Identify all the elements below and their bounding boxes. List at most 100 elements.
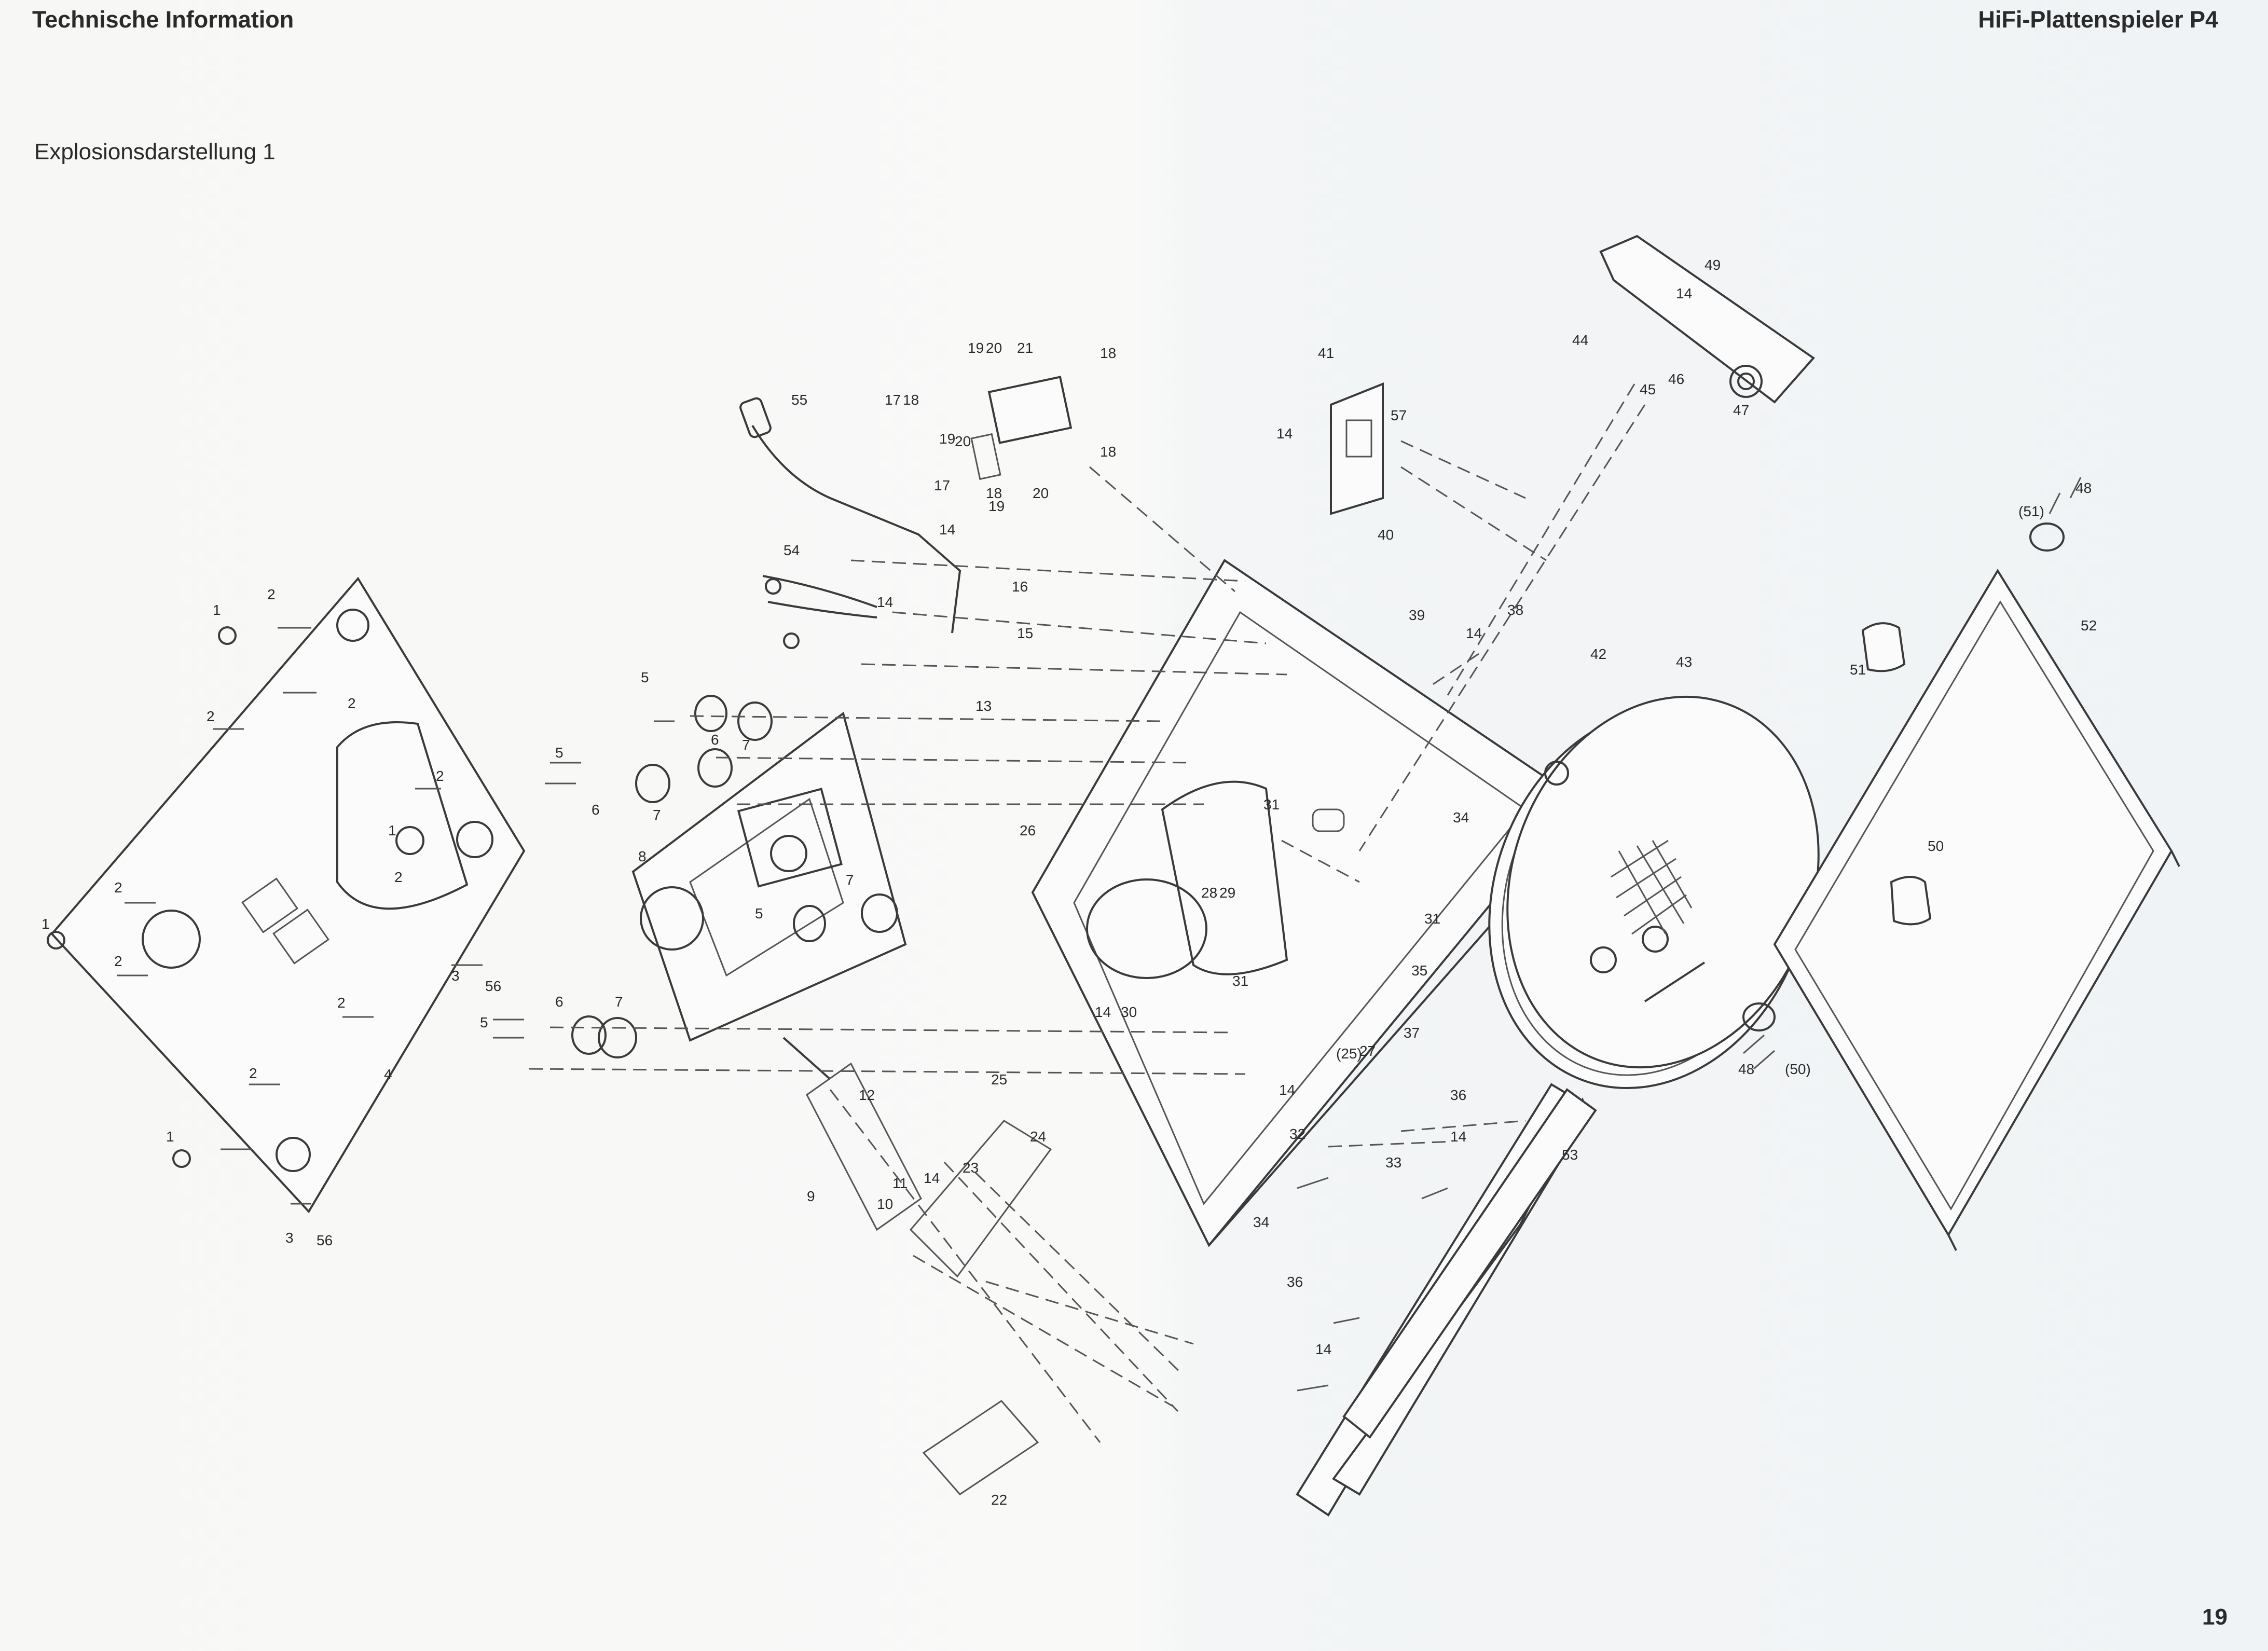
bottom-plate [47, 576, 526, 1214]
callout-33: 33 [1385, 1154, 1401, 1171]
callout-10: 10 [877, 1196, 893, 1212]
callout-53: 53 [1562, 1147, 1578, 1163]
callout-14: 14 [1095, 1004, 1111, 1020]
callout-26: 26 [1020, 822, 1036, 838]
callout-36: 36 [1450, 1087, 1466, 1103]
bracket-9 [806, 1062, 922, 1231]
callout-7: 7 [615, 994, 623, 1010]
callout-18: 18 [1100, 444, 1116, 460]
callout-6: 6 [711, 732, 719, 748]
front-panel [1296, 1083, 1597, 1517]
callout-2: 2 [207, 708, 215, 724]
callout-3: 3 [451, 968, 460, 984]
callout-18: 18 [986, 485, 1002, 501]
callout-20: 20 [1033, 485, 1049, 501]
callout-5: 5 [755, 905, 763, 921]
screws [117, 477, 2082, 1392]
callout-15: 15 [1017, 625, 1033, 641]
callout-2: 2 [394, 869, 403, 885]
callout-50: 50 [1928, 838, 1944, 854]
callout-48: 48 [1738, 1061, 1754, 1077]
section-title: Technische Information [32, 6, 294, 33]
platter-assembly [1488, 695, 1820, 1090]
callout-47: 47 [1733, 402, 1749, 418]
dust-cover [1773, 569, 2180, 1251]
callout-56: 56 [317, 1232, 333, 1248]
callout-6: 6 [592, 802, 600, 818]
callout-2: 2 [114, 953, 122, 969]
callout-38: 38 [1507, 602, 1523, 618]
callout-50-ref: (50) [1785, 1061, 1811, 1077]
callout-31: 31 [1232, 973, 1248, 989]
callout-14: 14 [1315, 1341, 1331, 1357]
callout-labels: 1 1 1 1 2 2 2 2 2 2 2 2 2 3 3 4 56 56 5 … [42, 257, 2097, 1508]
callout-1: 1 [166, 1129, 174, 1145]
callout-36: 36 [1287, 1274, 1303, 1290]
callout-19: 19 [968, 340, 984, 356]
callout-35: 35 [1411, 962, 1427, 979]
callout-1: 1 [42, 916, 50, 932]
callout-4: 4 [384, 1066, 392, 1082]
callout-54: 54 [784, 542, 800, 558]
callout-2: 2 [114, 879, 122, 896]
callout-29: 29 [1219, 885, 1235, 901]
callout-7: 7 [653, 807, 661, 823]
callout-32: 32 [1289, 1126, 1305, 1142]
callout-5: 5 [480, 1014, 488, 1030]
callout-45: 45 [1640, 381, 1656, 397]
callout-16: 16 [1012, 579, 1028, 595]
callout-19: 19 [988, 498, 1005, 514]
callout-27: 27 [1359, 1043, 1376, 1059]
callout-3: 3 [285, 1230, 294, 1246]
hinge-50 [1742, 876, 1932, 1031]
callout-57: 57 [1391, 407, 1407, 423]
callout-20: 20 [955, 433, 971, 449]
callout-2: 2 [436, 768, 444, 784]
callout-9: 9 [807, 1188, 815, 1204]
callout-30: 30 [1121, 1004, 1137, 1020]
callout-6: 6 [555, 994, 563, 1010]
callout-28: 28 [1201, 885, 1217, 901]
callout-20: 20 [986, 340, 1002, 356]
callout-7: 7 [846, 872, 854, 888]
callout-37: 37 [1404, 1025, 1420, 1041]
callout-52: 52 [2081, 617, 2097, 634]
callout-51: 51 [1850, 662, 1866, 678]
product-title: HiFi-Plattenspieler P4 [1978, 6, 2218, 33]
callout-1: 1 [388, 822, 396, 838]
callout-25-ref: (25) [1336, 1045, 1362, 1062]
callout-21: 21 [1017, 340, 1033, 356]
diagram-subtitle: Explosionsdarstellung 1 [34, 139, 276, 164]
callout-44: 44 [1572, 332, 1588, 348]
callout-14: 14 [1676, 285, 1692, 301]
callout-24: 24 [1030, 1129, 1046, 1145]
callout-34: 34 [1253, 1214, 1269, 1230]
callout-14: 14 [1450, 1129, 1466, 1145]
callout-13: 13 [975, 698, 992, 714]
callout-31: 31 [1424, 911, 1440, 927]
switch-41-57 [1330, 382, 1384, 515]
callout-18: 18 [1100, 345, 1116, 361]
callout-14: 14 [1466, 625, 1482, 641]
callout-55: 55 [791, 392, 807, 408]
callout-14: 14 [939, 521, 955, 538]
motor-chassis [571, 695, 907, 1080]
callout-8: 8 [638, 848, 647, 864]
callout-49: 49 [1705, 257, 1721, 273]
callout-25: 25 [991, 1071, 1007, 1088]
callout-5: 5 [641, 669, 649, 685]
callout-39: 39 [1409, 607, 1425, 623]
callout-14: 14 [924, 1170, 940, 1186]
callout-14: 14 [1279, 1082, 1295, 1098]
bracket-23-24 [909, 1120, 1052, 1278]
callout-7: 7 [742, 737, 750, 753]
callout-56: 56 [485, 978, 501, 994]
callout-2: 2 [337, 995, 346, 1011]
callout-43: 43 [1676, 654, 1692, 670]
callout-1: 1 [213, 602, 221, 618]
assembly-leader-lines [529, 383, 1646, 1443]
callout-41: 41 [1318, 345, 1334, 361]
callout-5: 5 [555, 745, 563, 761]
